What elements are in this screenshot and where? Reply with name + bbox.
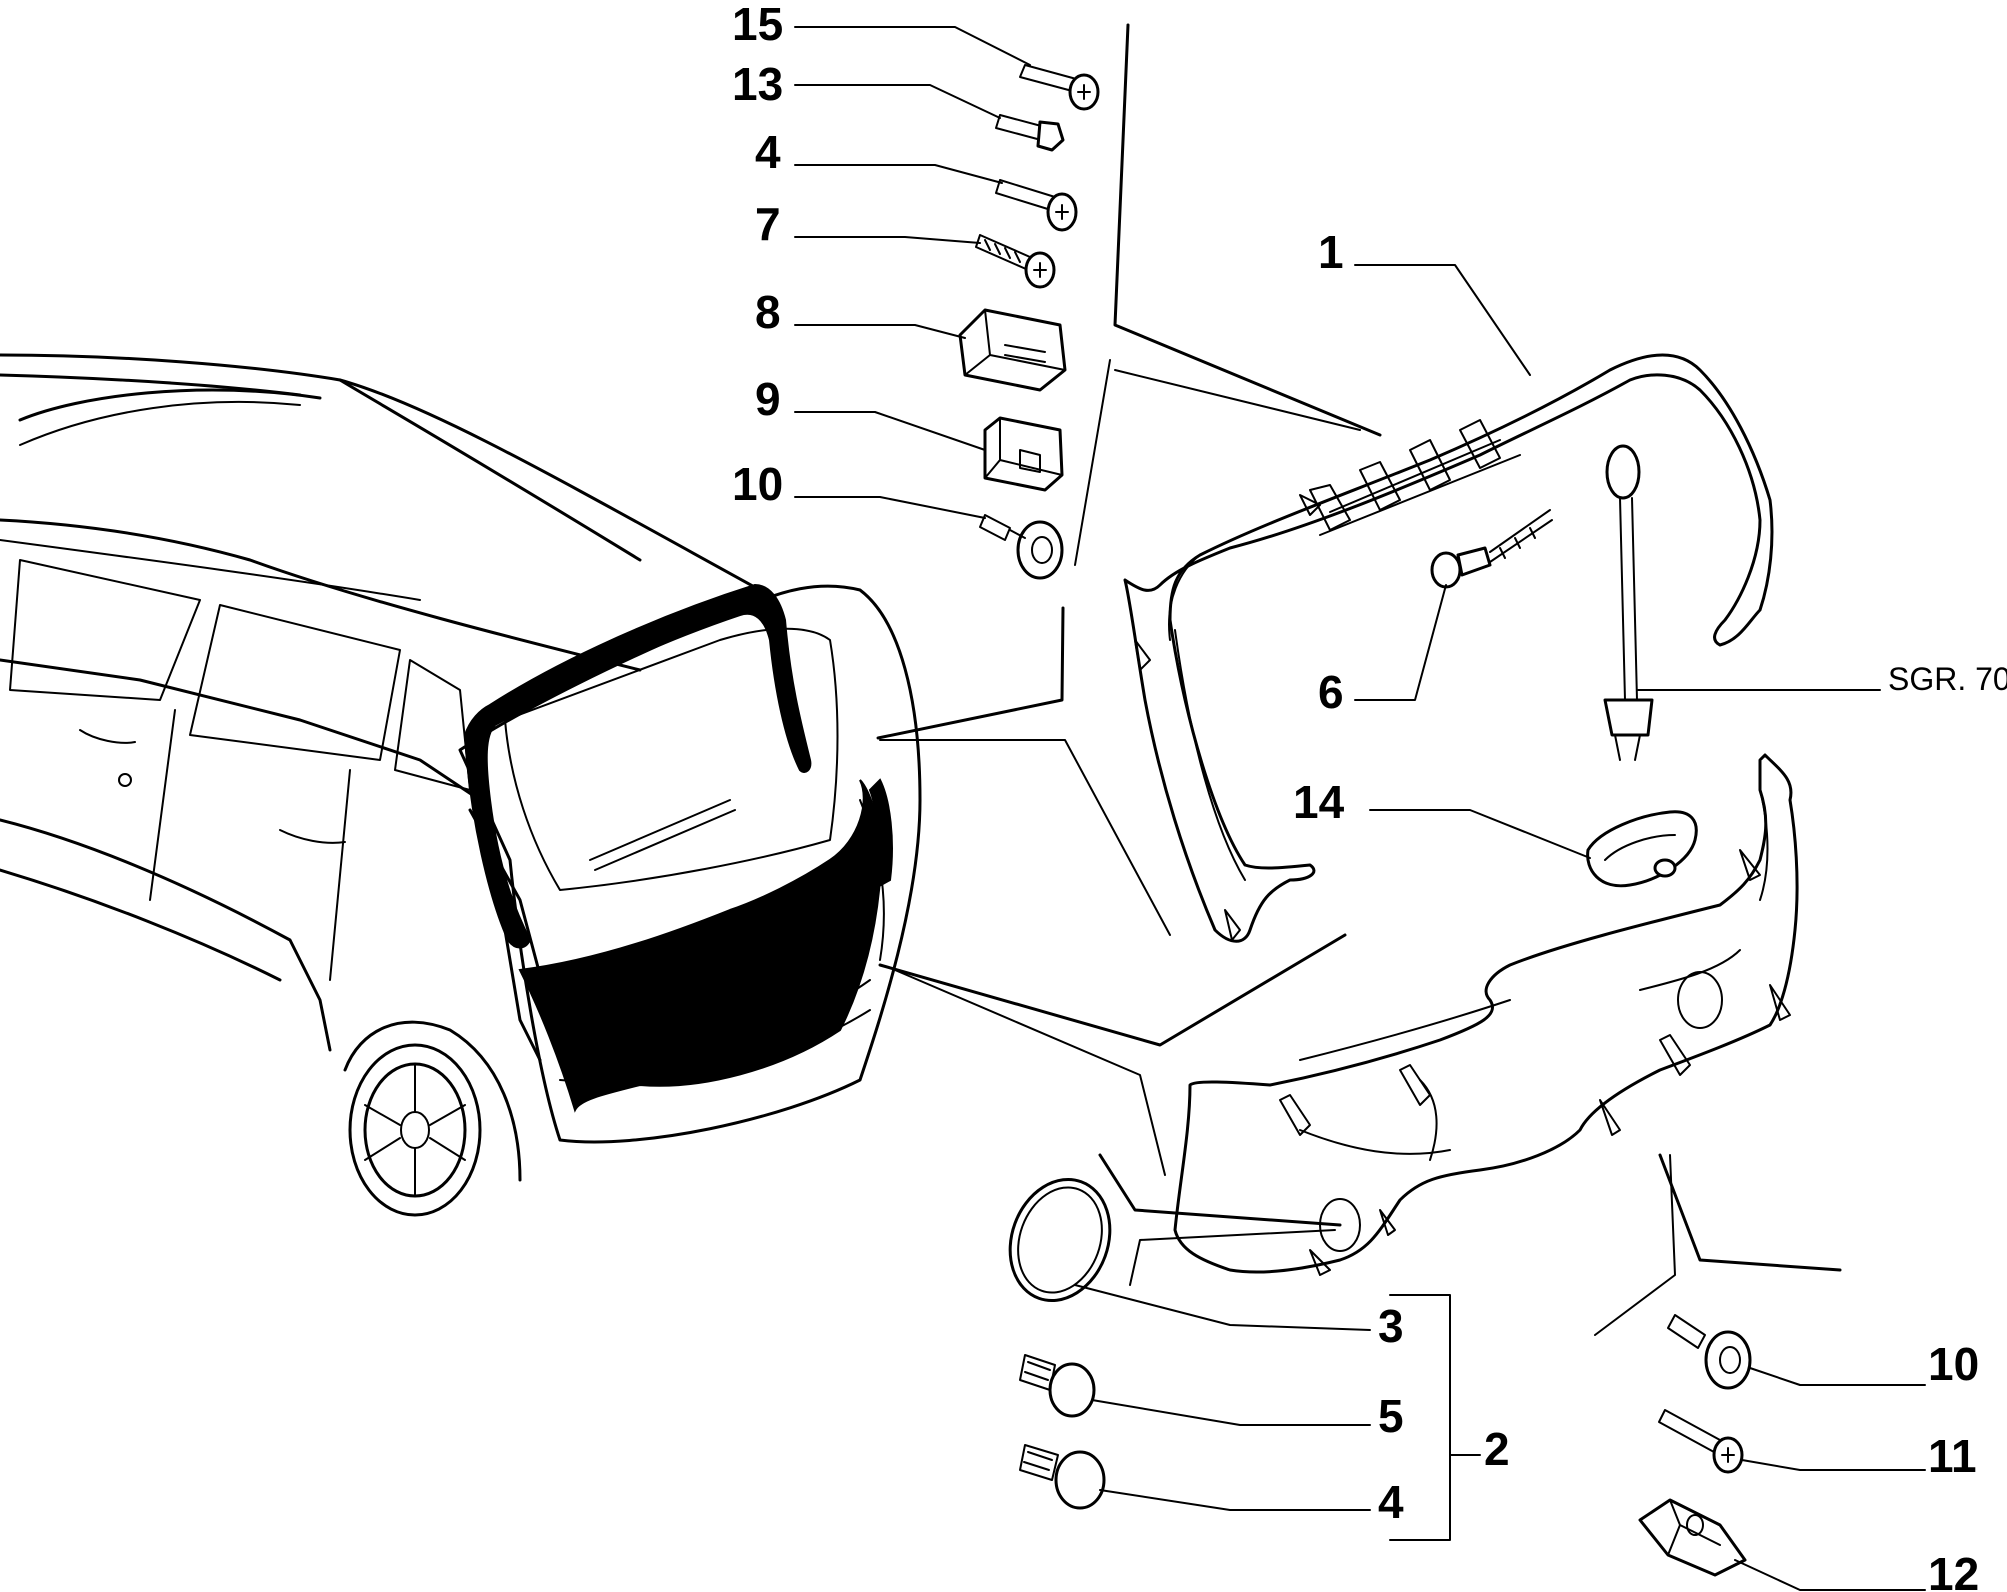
bolt-part-13 (995, 114, 1065, 152)
callout-4-upper: 4 (755, 126, 781, 178)
callout-2: 2 (1484, 1423, 1510, 1475)
ring-seal-part-3 (1008, 1177, 1112, 1303)
screw-part-4-upper (995, 179, 1078, 232)
callout-3: 3 (1378, 1300, 1404, 1352)
speed-nut-part-12 (1638, 1498, 1747, 1577)
group-lines (876, 23, 1842, 1336)
callout-13: 13 (732, 58, 783, 110)
clip-part-9 (983, 416, 1064, 492)
car-illustration (0, 353, 922, 1217)
push-pin-part-10-upper (979, 514, 1064, 580)
screw-part-15 (1019, 64, 1100, 111)
callout-4-lower: 4 (1378, 1476, 1404, 1528)
fastener-part-4-lower (1019, 1444, 1106, 1510)
callout-10-upper: 10 (732, 458, 783, 510)
callout-14: 14 (1293, 776, 1345, 828)
callout-12: 12 (1928, 1548, 1979, 1592)
upper-trim-panel (1123, 353, 1774, 943)
callout-1: 1 (1318, 226, 1344, 278)
callout-6: 6 (1318, 666, 1344, 718)
fastener-part-5 (1019, 1354, 1096, 1418)
callout-9: 9 (755, 373, 781, 425)
callout-8: 8 (755, 286, 781, 338)
callout-10-lower: 10 (1928, 1338, 1979, 1390)
screw-part-11 (1658, 1409, 1744, 1474)
callout-15: 15 (732, 0, 783, 50)
callout-7: 7 (755, 198, 781, 250)
screw-part-7 (975, 234, 1056, 289)
lower-trim-panel (1173, 753, 1799, 1276)
clip-part-8 (958, 308, 1067, 392)
callout-numbers: 15 13 4 7 8 9 10 1 6 14 3 5 2 4 10 11 12… (732, 0, 2007, 1592)
bolt-part-6 (1430, 509, 1553, 589)
reference-code: SGR. 70523 (1888, 661, 2007, 697)
callout-11: 11 (1928, 1430, 1977, 1482)
clip-part-14 (1586, 810, 1698, 888)
leader-lines (794, 26, 1926, 1591)
push-pin-part-10-lower (1667, 1314, 1752, 1390)
callout-5: 5 (1378, 1390, 1404, 1442)
strut-cable (1603, 444, 1654, 761)
